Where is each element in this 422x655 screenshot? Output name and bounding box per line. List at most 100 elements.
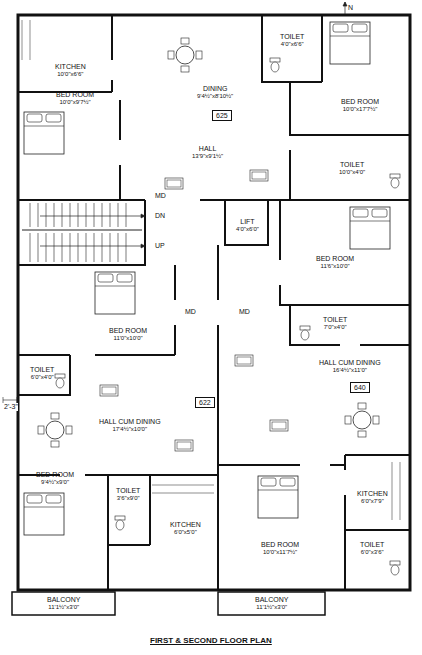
balcony-outline <box>12 592 115 615</box>
plan-label: MD <box>239 308 250 316</box>
room-label: TOILET6'0"x3'6" <box>360 541 384 556</box>
room-label: DINING9'4½"x8'10½" <box>197 85 233 100</box>
north-label: N <box>348 4 353 12</box>
room-label: BED ROOM9'4½"x9'0" <box>36 471 74 486</box>
room-label: TOILET4'0"x6'6" <box>280 33 304 48</box>
sofa-symbol <box>235 355 253 366</box>
toilet-symbol <box>390 561 400 575</box>
toilet-symbol <box>55 374 65 388</box>
room-name: BED ROOM <box>56 91 94 99</box>
room-name: HALL CUM DINING <box>319 359 381 367</box>
room-name: BALCONY <box>47 596 80 604</box>
sofa-symbol <box>270 420 288 431</box>
room-label: BED ROOM10'0"x17'7½" <box>341 98 379 113</box>
room-dimension: 4'0"x6'0" <box>236 226 259 233</box>
room-label: HALL CUM DINING16'4½"x11'0"640 <box>319 359 381 374</box>
room-dimension: 10'0"x11'7½" <box>261 549 299 556</box>
unit-number-text: 622 <box>199 399 211 406</box>
room-dimension: 9'4½"x8'10½" <box>197 93 233 100</box>
room-dimension: 10'0"x17'7½" <box>341 106 379 113</box>
balcony-outline <box>218 592 325 615</box>
bed-symbol <box>95 272 135 314</box>
north-arrow <box>343 2 347 14</box>
sofa-symbol <box>165 178 183 189</box>
room-label: BED ROOM10'0"x11'7½" <box>261 541 299 556</box>
room-label: KITCHEN10'0"x6'6" <box>55 63 86 78</box>
room-name: BED ROOM <box>261 541 299 549</box>
plan-title: FIRST & SECOND FLOOR PLAN <box>150 636 272 645</box>
room-dimension: 11'0"x10'0" <box>109 335 147 342</box>
sofa-symbol <box>250 170 268 181</box>
room-name: DINING <box>197 85 233 93</box>
unit-number: 625 <box>212 110 232 121</box>
sofa-symbol <box>175 440 193 451</box>
bed-symbol <box>258 476 298 518</box>
bed-symbol <box>24 493 64 535</box>
room-label: BED ROOM11'0"x10'0" <box>109 327 147 342</box>
room-label: LIFT4'0"x6'0" <box>236 218 259 233</box>
room-dimension: 17'4½"x10'0" <box>99 426 161 433</box>
room-dimension: 11'1½"x3'0" <box>255 604 288 611</box>
sofa-symbol <box>100 385 118 396</box>
room-name: KITCHEN <box>357 490 388 498</box>
room-dimension: 7'0"x4'0" <box>323 324 347 331</box>
bed-symbol <box>330 22 370 64</box>
room-dimension: 10'0"x4'0" <box>339 169 365 176</box>
toilet-symbol <box>115 516 125 530</box>
room-label: TOILET7'0"x4'0" <box>323 316 347 331</box>
room-name: BALCONY <box>255 596 288 604</box>
unit-number: 622 <box>195 397 215 408</box>
room-name: TOILET <box>360 541 384 549</box>
room-name: BED ROOM <box>316 255 354 263</box>
toilet-symbol <box>270 58 280 72</box>
plan-label: MD <box>185 308 196 316</box>
room-dimension: 6'0"x7'9" <box>357 498 388 505</box>
toilet-symbol <box>390 174 400 188</box>
room-label: HALL13'9"x9'1½"625 <box>192 145 223 160</box>
inner-walls <box>18 15 410 590</box>
room-name: TOILET <box>30 366 54 374</box>
room-dimension: 4'0"x6'6" <box>280 41 304 48</box>
dining-table <box>345 403 379 437</box>
room-dimension: 9'4½"x9'0" <box>36 479 74 486</box>
room-dimension: 6'0"x4'0" <box>30 374 54 381</box>
room-name: TOILET <box>323 316 347 324</box>
staircase <box>22 203 145 262</box>
kitchen-counter <box>22 20 400 520</box>
room-label: KITCHEN6'0"x5'0" <box>170 521 201 536</box>
room-dimension: 11'6"x10'0" <box>316 263 354 270</box>
room-label: BED ROOM11'6"x10'0" <box>316 255 354 270</box>
dining-table <box>168 38 202 72</box>
room-name: HALL <box>192 145 223 153</box>
room-name: BED ROOM <box>109 327 147 335</box>
room-dimension: 10'0"x6'6" <box>55 71 86 78</box>
room-dimension: 11'1½"x3'0" <box>47 604 80 611</box>
dining-table <box>38 413 72 447</box>
room-name: TOILET <box>116 487 140 495</box>
room-label: TOILET6'0"x4'0" <box>30 366 54 381</box>
bed-symbol <box>350 207 390 249</box>
room-dimension: 13'9"x9'1½" <box>192 153 223 160</box>
room-dimension: 6'0"x5'0" <box>170 529 201 536</box>
room-label: BALCONY11'1½"x3'0" <box>47 596 80 611</box>
room-name: KITCHEN <box>170 521 201 529</box>
room-label: HALL CUM DINING17'4½"x10'0"622 <box>99 418 161 433</box>
plan-label: MD <box>155 192 166 200</box>
room-label: BED ROOM10'0"x9'7½" <box>56 91 94 106</box>
room-dimension: 10'0"x9'7½" <box>56 99 94 106</box>
unit-number-text: 625 <box>216 112 228 119</box>
room-label: TOILET10'0"x4'0" <box>339 161 365 176</box>
room-name: TOILET <box>280 33 304 41</box>
dimension-label: 2'-3" <box>4 403 18 411</box>
outer-wall <box>18 15 410 590</box>
room-dimension: 3'6"x9'0" <box>116 495 140 502</box>
room-name: KITCHEN <box>55 63 86 71</box>
room-label: TOILET3'6"x9'0" <box>116 487 140 502</box>
plan-label: DN <box>155 212 165 220</box>
toilet-symbol <box>300 326 310 340</box>
room-label: BALCONY11'1½"x3'0" <box>255 596 288 611</box>
room-dimension: 6'0"x3'6" <box>360 549 384 556</box>
room-name: LIFT <box>236 218 259 226</box>
room-name: HALL CUM DINING <box>99 418 161 426</box>
unit-number: 640 <box>350 382 370 393</box>
